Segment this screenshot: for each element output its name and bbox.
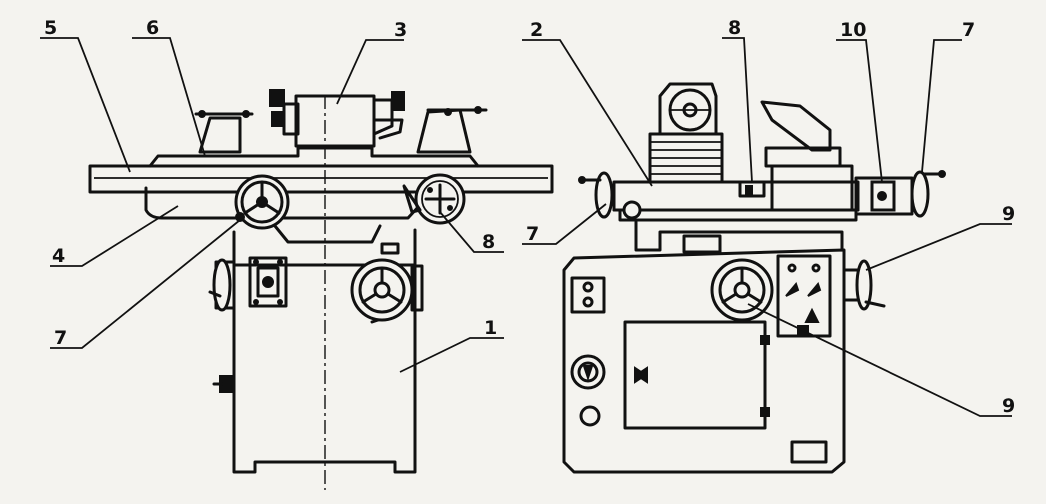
tailstock-right-end: [474, 106, 482, 114]
indicator-part-8-side: [738, 180, 766, 198]
callout-numbers: 5 6 3 4 7 8 1 2 8 10 7 7 9 9: [44, 17, 1015, 417]
handwheel-part-9-side: [710, 258, 774, 322]
tailstock-left-center: [242, 110, 250, 118]
callout-9a: 9: [1002, 203, 1015, 225]
dial-part-8-front: [402, 173, 466, 225]
wheelhead-rear: [372, 98, 394, 136]
leader-6: [132, 37, 206, 157]
callout-5: 5: [44, 17, 57, 39]
leader-9b: [747, 303, 1012, 417]
leader-8: [439, 211, 504, 253]
callout-9b: 9: [1002, 395, 1015, 417]
base-cabinet: [232, 228, 417, 474]
cabinet-top-side: [634, 220, 844, 252]
callout-2: 2: [530, 19, 543, 41]
side-knob-front: [212, 375, 235, 393]
control-panel-front: [248, 256, 288, 308]
callout-3: 3: [394, 19, 407, 41]
leader-3: [336, 39, 404, 105]
handwheel-part-7-right: [910, 170, 946, 218]
leader-lines: [40, 37, 1012, 417]
cabinet-window-top: [682, 234, 722, 254]
wheelhead-guard: [372, 118, 404, 140]
cabinet-door: [623, 320, 770, 430]
upper-table-part-6: [148, 146, 480, 168]
cabinet-window-bottom: [790, 440, 828, 464]
ways-part-5: [88, 164, 554, 194]
button-box: [570, 276, 606, 314]
callout-8-side: 8: [728, 17, 741, 39]
callout-7b: 7: [526, 223, 539, 245]
handwheel-part-7-front: [234, 174, 290, 230]
leader-8-side: [722, 37, 753, 183]
callout-1: 1: [484, 317, 497, 339]
callout-7: 7: [54, 327, 67, 349]
cabinet-handwheel-front: [350, 258, 424, 324]
leader-2: [522, 39, 653, 187]
dial-bracket: [402, 184, 422, 214]
clamp-part-10: [854, 176, 914, 216]
wheelhead-knob: [271, 111, 285, 127]
bellows: [648, 132, 724, 184]
leader-7: [50, 219, 241, 349]
callout-4: 4: [52, 245, 65, 267]
handwheel-part-7-left: [578, 171, 642, 220]
tailstock-right: [416, 108, 472, 154]
saddle-block: [380, 242, 400, 255]
wheelhead-knob-top: [269, 89, 285, 107]
side-handwheel-part-9: [842, 259, 886, 311]
wheelhead-part-3: [294, 94, 376, 148]
gauge-side: [570, 354, 606, 427]
leader-7b: [522, 203, 607, 245]
leader-4: [50, 205, 179, 267]
leader-1: [399, 337, 504, 373]
side-handwheel-left: [208, 258, 236, 312]
callout-8: 8: [482, 231, 495, 253]
leader-7a: [921, 39, 962, 173]
callout-10: 10: [840, 19, 866, 41]
leader-10: [836, 39, 883, 183]
tailstock-right-center: [444, 108, 452, 116]
table-part-4: [144, 186, 422, 220]
side-view: [562, 82, 946, 474]
front-view: [88, 89, 554, 490]
rear-housing: [760, 100, 854, 212]
saddle: [273, 224, 382, 244]
leader-5: [40, 37, 131, 173]
control-plate-side: [776, 254, 832, 338]
callout-6: 6: [146, 17, 159, 39]
grinding-head: [658, 82, 718, 136]
tailstock-left: [198, 116, 242, 154]
callout-7a: 7: [962, 19, 975, 41]
wheelhead-cap: [391, 91, 405, 111]
slide-part-2: [612, 180, 860, 222]
leader-9a: [865, 223, 1012, 271]
base-cabinet-side: [562, 248, 846, 474]
tailstock-left-end: [198, 110, 206, 118]
